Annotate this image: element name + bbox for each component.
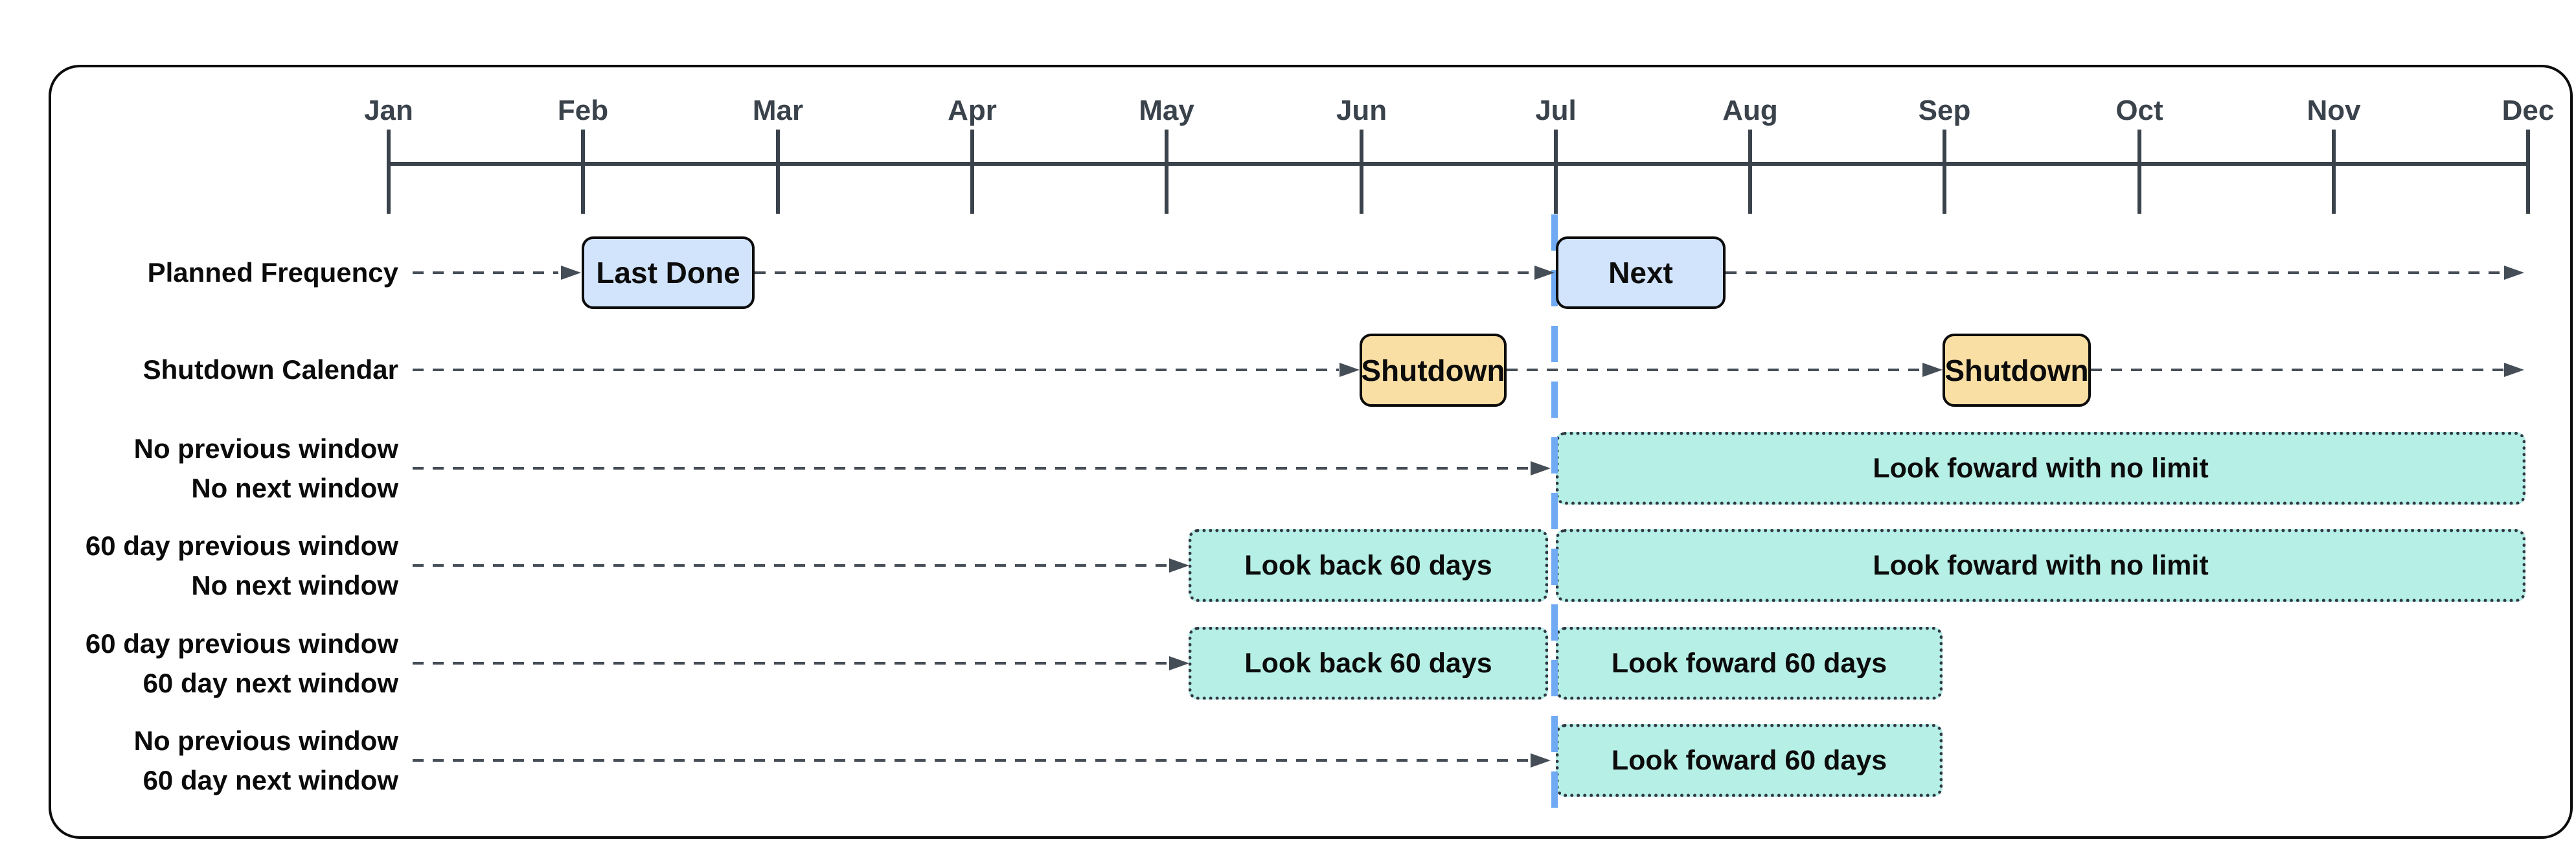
month-label-feb: Feb	[557, 95, 609, 126]
look-back-60-box: Look back 60 days	[1189, 627, 1548, 700]
month-label-oct: Oct	[2115, 95, 2163, 126]
row-label-no-prev-60next: No previous window 60 day next window	[0, 721, 398, 800]
shutdown-box-2: Shutdown	[1943, 334, 2091, 407]
arrowhead-icon	[2504, 363, 2524, 377]
month-tick-jan	[387, 130, 391, 214]
month-tick-dec	[2526, 130, 2530, 214]
row-label-line2: No next window	[191, 473, 398, 503]
connector-dash	[413, 662, 1169, 665]
connector-dash	[2091, 369, 2504, 371]
connector-dash	[413, 271, 558, 274]
look-forward-60-box: Look foward 60 days	[1556, 724, 1943, 797]
look-forward-no-limit-box: Look foward with no limit	[1556, 529, 2525, 602]
connector-dash	[755, 271, 1532, 274]
arrowhead-icon	[1531, 461, 1551, 475]
month-label-jul: Jul	[1535, 95, 1577, 126]
month-label-jun: Jun	[1336, 95, 1387, 126]
month-label-aug: Aug	[1722, 95, 1778, 126]
month-tick-may	[1165, 130, 1168, 214]
month-label-mar: Mar	[752, 95, 804, 126]
row-label-no-prev-no-next: No previous window No next window	[0, 429, 398, 508]
month-axis-line	[389, 162, 2529, 166]
row-label-60prev-60next: 60 day previous window 60 day next windo…	[0, 624, 398, 703]
month-tick-jul	[1554, 130, 1558, 214]
month-tick-mar	[776, 130, 780, 214]
row-label-line2: No next window	[191, 570, 398, 600]
row-label-line1: 60 day previous window	[85, 530, 398, 561]
month-label-apr: Apr	[948, 95, 997, 126]
arrowhead-icon	[1531, 753, 1551, 768]
month-label-may: May	[1139, 95, 1194, 126]
connector-dash	[413, 564, 1169, 567]
arrowhead-icon	[561, 266, 581, 280]
month-tick-apr	[970, 130, 974, 214]
connector-dash	[413, 467, 1530, 470]
row-label-line2: 60 day next window	[142, 668, 398, 698]
month-label-jan: Jan	[364, 95, 413, 126]
row-label-line1: No previous window	[133, 433, 398, 464]
look-back-60-box: Look back 60 days	[1189, 529, 1548, 602]
month-tick-jun	[1360, 130, 1363, 214]
connector-dash	[413, 759, 1530, 762]
row-label-line2: 60 day next window	[142, 765, 398, 795]
month-label-sep: Sep	[1918, 95, 1971, 126]
arrowhead-icon	[1169, 558, 1189, 573]
due-date-reference-line	[1551, 214, 1558, 821]
arrowhead-icon	[1534, 266, 1555, 280]
row-label-shutdown-calendar: Shutdown Calendar	[142, 354, 398, 385]
connector-dash	[413, 369, 1339, 371]
month-tick-feb	[581, 130, 585, 214]
arrowhead-icon	[2504, 266, 2524, 280]
last-done-box: Last Done	[582, 236, 755, 309]
arrowhead-icon	[1169, 656, 1189, 670]
arrowhead-icon	[1339, 363, 1360, 377]
look-forward-no-limit-box: Look foward with no limit	[1556, 432, 2525, 505]
month-label-nov: Nov	[2307, 95, 2361, 126]
row-label-60prev-no-next: 60 day previous window No next window	[0, 526, 398, 605]
row-label-line1: 60 day previous window	[85, 628, 398, 659]
next-box: Next	[1556, 236, 1726, 309]
month-tick-sep	[1943, 130, 1946, 214]
month-tick-aug	[1748, 130, 1752, 214]
connector-dash	[1726, 271, 2504, 274]
shutdown-box-1: Shutdown	[1360, 334, 1507, 407]
month-tick-nov	[2332, 130, 2336, 214]
look-forward-60-box: Look foward 60 days	[1556, 627, 1943, 700]
month-label-dec: Dec	[2502, 95, 2555, 126]
arrowhead-icon	[1922, 363, 1943, 377]
row-label-line1: No previous window	[133, 725, 398, 756]
connector-dash	[1507, 369, 1922, 371]
row-label-planned-frequency: Planned Frequency	[147, 257, 398, 288]
month-tick-oct	[2137, 130, 2141, 214]
